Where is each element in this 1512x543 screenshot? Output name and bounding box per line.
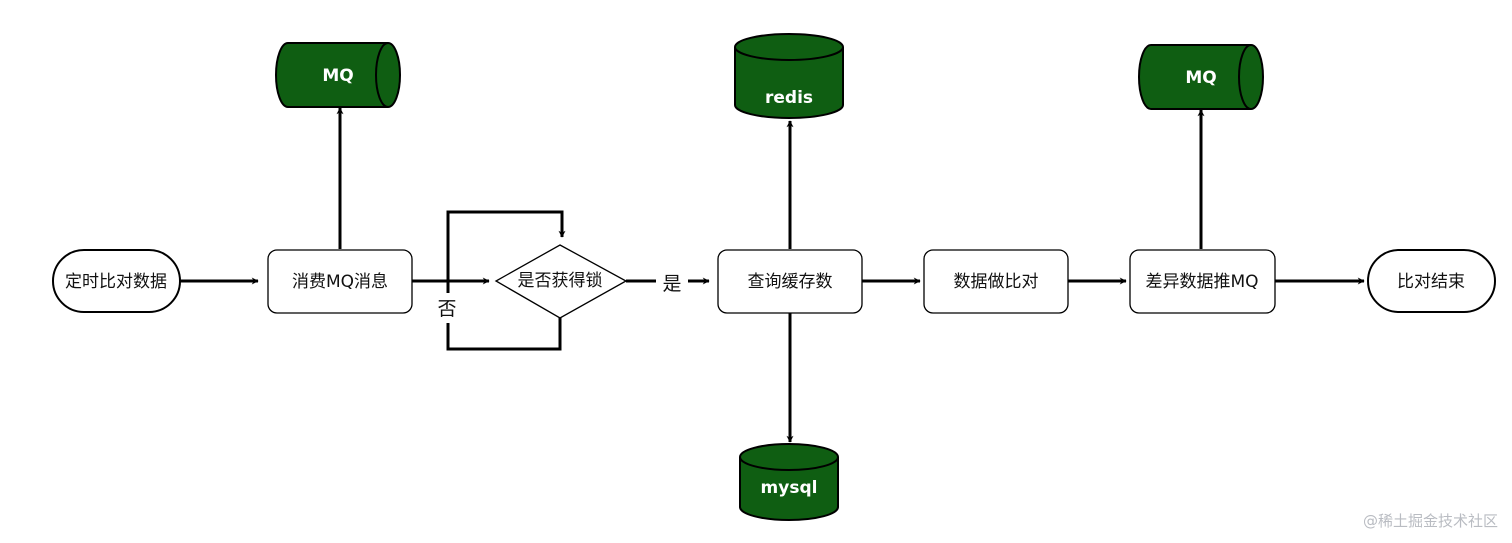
store-mq-right: MQ <box>1138 44 1264 110</box>
store-mysql: mysql <box>739 443 839 521</box>
edge-label-yes: 是 <box>662 273 681 295</box>
node-compare-label: 数据做比对 <box>954 272 1039 292</box>
watermark: @稀土掘金技术社区 <box>1362 512 1498 530</box>
store-redis: redis <box>734 33 844 119</box>
node-push-diff-label: 差异数据推MQ <box>1145 272 1258 292</box>
store-mq-right-label: MQ <box>1185 68 1216 88</box>
node-lock-decision: 是否获得锁 <box>494 244 628 319</box>
node-query-cache-label: 查询缓存数 <box>748 272 833 292</box>
store-mq-left: MQ <box>275 42 401 108</box>
edge-label-no-background <box>432 293 462 323</box>
node-compare: 数据做比对 <box>923 249 1069 314</box>
node-end-label: 比对结束 <box>1397 272 1465 292</box>
store-redis-label: redis <box>765 88 813 108</box>
node-lock-decision-label: 是否获得锁 <box>518 271 603 291</box>
node-query-cache: 查询缓存数 <box>717 249 863 314</box>
node-start-label: 定时比对数据 <box>65 272 167 292</box>
store-mq-left-label: MQ <box>322 66 353 86</box>
edge-label-yes-background <box>656 268 688 296</box>
node-end: 比对结束 <box>1367 249 1496 313</box>
edge-lock-no-loop <box>446 210 566 351</box>
node-consume-mq: 消费MQ消息 <box>267 249 413 314</box>
store-mysql-label: mysql <box>761 478 818 498</box>
node-start: 定时比对数据 <box>52 249 181 313</box>
node-push-diff: 差异数据推MQ <box>1129 249 1276 314</box>
node-consume-mq-label: 消费MQ消息 <box>292 272 388 292</box>
edge-label-no: 否 <box>437 298 456 320</box>
